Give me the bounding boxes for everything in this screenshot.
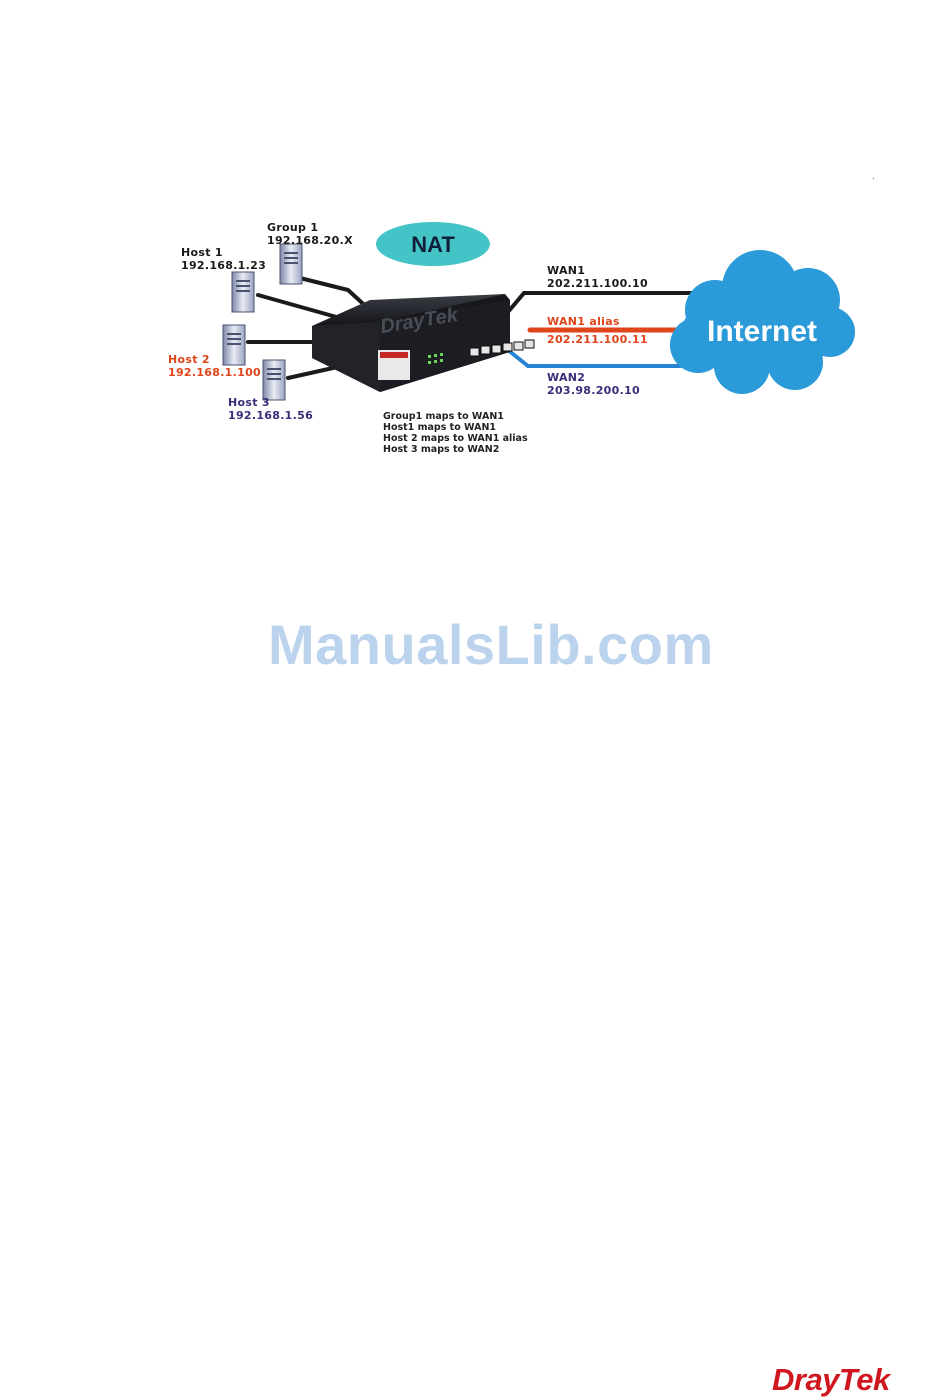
cable-wan1 <box>508 293 712 312</box>
mapping-notes: Group1 maps to WAN1 Host1 maps to WAN1 H… <box>383 411 528 455</box>
server-group1 <box>280 244 302 284</box>
internet-cloud: Internet <box>670 250 855 394</box>
group1-ip: 192.168.20.X <box>267 234 353 247</box>
host2-ip: 192.168.1.100 <box>168 366 261 379</box>
wan1-name: WAN1 <box>547 264 585 277</box>
group1-name: Group 1 <box>267 221 318 234</box>
watermark: ManualsLib.com <box>268 612 714 677</box>
host2-name: Host 2 <box>168 353 210 366</box>
wan1-alias-name: WAN1 alias <box>547 315 620 328</box>
server-host1 <box>232 272 254 312</box>
router: DrayTek <box>312 294 534 392</box>
host3-ip: 192.168.1.56 <box>228 409 313 422</box>
host3-name: Host 3 <box>228 396 270 409</box>
host1-ip: 192.168.1.23 <box>181 259 266 272</box>
wan1-ip: 202.211.100.10 <box>547 277 648 290</box>
stray-mark <box>873 178 874 179</box>
internet-label: Internet <box>707 315 817 348</box>
nat-badge-label: NAT <box>411 232 455 257</box>
mapping-note: Group1 maps to WAN1 <box>383 411 504 422</box>
draytek-logo: DrayTek <box>772 1362 890 1398</box>
wan1-alias-ip: 202.211.100.11 <box>547 333 648 346</box>
wan2-name: WAN2 <box>547 371 585 384</box>
mapping-note: Host 3 maps to WAN2 <box>383 444 499 455</box>
mapping-note: Host 2 maps to WAN1 alias <box>383 433 528 444</box>
host1-name: Host 1 <box>181 246 223 259</box>
mapping-note: Host1 maps to WAN1 <box>383 422 496 433</box>
nat-badge: NAT <box>376 222 490 266</box>
server-host3 <box>263 360 285 400</box>
server-host2 <box>223 325 245 365</box>
wan2-ip: 203.98.200.10 <box>547 384 640 397</box>
cable-host1 <box>258 295 340 318</box>
